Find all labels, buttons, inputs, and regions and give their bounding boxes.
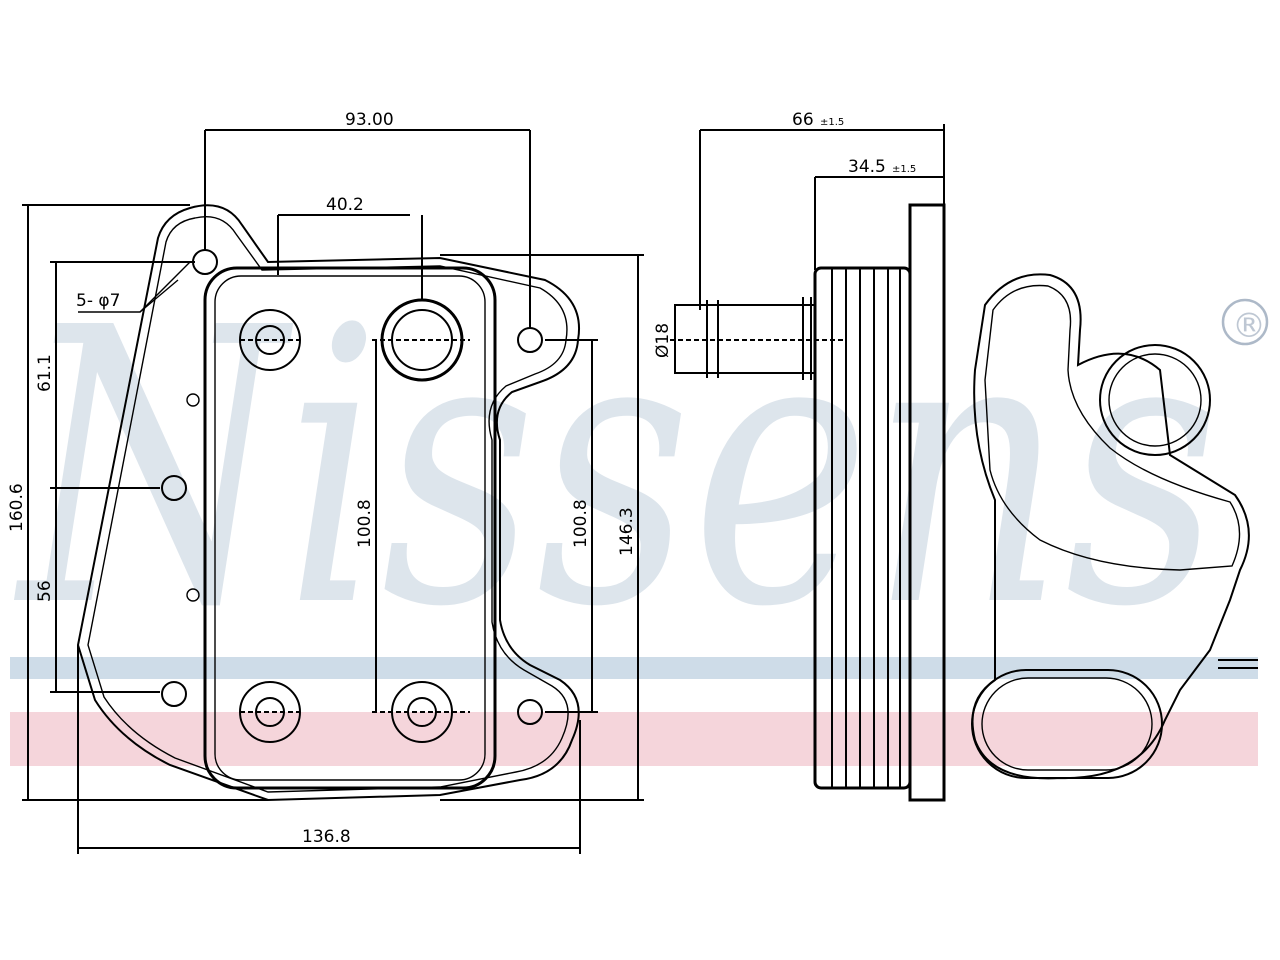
- dim-side-depth-main-tol: ±1.5: [820, 117, 844, 128]
- bolt-lower: [186, 588, 200, 602]
- gasket-view: [971, 273, 1258, 780]
- dim-right-height: 100.8: [571, 499, 591, 548]
- brand-watermark: Nissens: [11, 247, 1220, 690]
- gasket-inner: [984, 284, 1241, 571]
- gasket-lower-ring: [971, 669, 1163, 779]
- dim-side-depth-main: 66: [792, 110, 814, 130]
- dim-bottom-width: 136.8: [302, 827, 351, 847]
- gasket-port-ring: [1099, 344, 1211, 456]
- watermark-band-blue: [10, 657, 1258, 679]
- dim-overall-height: 160.6: [7, 483, 27, 532]
- cooler-core: [203, 266, 497, 790]
- base-flange: [908, 203, 946, 802]
- bolt-upper: [186, 393, 200, 407]
- dim-hole-spec: 5- φ7: [76, 291, 120, 311]
- watermark-band-red: [10, 712, 1258, 766]
- dim-left-lower: 56: [35, 580, 55, 602]
- gasket-lower-ring-inner: [981, 677, 1153, 771]
- gasket-port-ring-inner: [1108, 353, 1202, 447]
- cooler-core-inner: [214, 275, 486, 781]
- dim-right-overall: 146.3: [617, 507, 637, 556]
- flange-inner-outline: [87, 216, 569, 793]
- dim-side-depth-body: 34.5: [848, 157, 886, 177]
- mount-hole-3: [161, 475, 187, 501]
- flange-outline: [76, 204, 580, 802]
- registered-mark-icon: ®: [1221, 298, 1269, 346]
- svg-text:®: ®: [1232, 306, 1266, 346]
- dim-side-depth-body-tol: ±1.5: [892, 164, 916, 175]
- dim-inlet-spacing: 40.2: [326, 195, 364, 215]
- dimension-lines-front: [22, 129, 644, 854]
- mount-hole-4: [161, 681, 187, 707]
- dim-pipe-diameter: Ø18: [653, 323, 673, 358]
- dim-center-height: 100.8: [355, 499, 375, 548]
- dim-top-width: 93.00: [345, 110, 394, 130]
- dim-left-upper: 61.1: [35, 354, 55, 392]
- mount-hole-5: [517, 699, 543, 725]
- side-view: [670, 124, 946, 802]
